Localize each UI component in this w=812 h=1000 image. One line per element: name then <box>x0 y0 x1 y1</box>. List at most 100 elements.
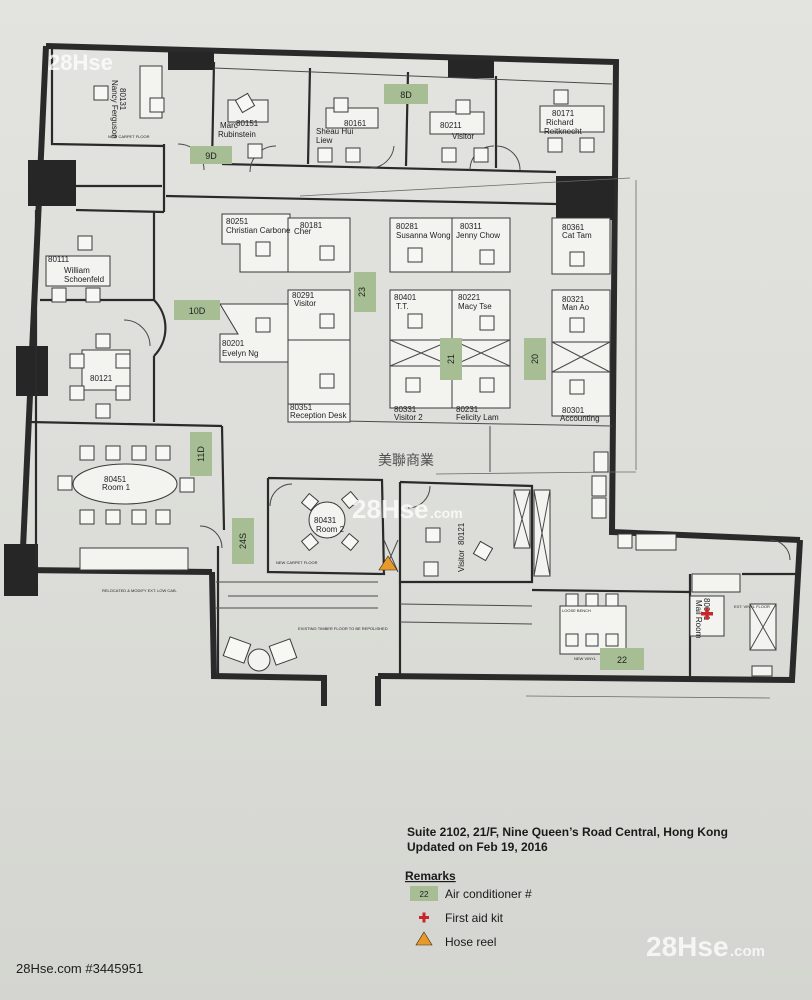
label-room2-name: Room 2 <box>316 525 345 534</box>
structural-columns <box>4 52 614 596</box>
note-new-carpet-2: NEW CARPET FLOOR <box>276 560 318 565</box>
label-carbone-name: Christian Carbone <box>226 226 291 235</box>
label-felicity-id: 80231 <box>456 405 479 414</box>
aircon-20 <box>524 338 546 380</box>
note-ext-vinyl: EXT. VINYL FLOOR <box>734 604 770 609</box>
aircon-8d <box>384 84 428 104</box>
label-reitknecht-id: 80171 <box>552 109 575 118</box>
hose-reel-icon <box>378 555 398 571</box>
label-reitknecht-n1: Richard <box>546 118 574 127</box>
dimension-lines <box>299 177 771 699</box>
label-rubinstein-n1: Marc <box>220 121 238 130</box>
watermark-center: 28Hse <box>352 494 429 524</box>
aircon-tags: 9D 8D 10D 23 21 20 11D 24S 22 <box>174 84 644 670</box>
label-evelyn-name: Evelyn Ng <box>222 349 258 358</box>
label-tt-id: 80401 <box>394 293 417 302</box>
label-macy-id: 80221 <box>458 293 481 302</box>
legend-title: Remarks <box>405 869 456 883</box>
label-visitor2-name: Visitor 2 <box>394 413 423 422</box>
legend-hose-reel-label: Hose reel <box>445 935 496 949</box>
label-schoenfeld-id: 80111 <box>48 255 70 264</box>
label-cat-id: 80361 <box>562 223 585 232</box>
watermark-listing-id: 28Hse.com #3445951 <box>16 961 143 976</box>
label-liew-id: 80161 <box>344 119 367 128</box>
room2-table <box>308 501 346 539</box>
label-visitor2-id: 80331 <box>394 405 417 414</box>
label-susanna-id: 80281 <box>396 222 419 231</box>
label-visitor8012-id: 80121 <box>457 522 466 545</box>
aircon-label-10d: 10D <box>189 306 206 316</box>
label-room1-id: 80451 <box>104 475 127 484</box>
label-room2-id: 80431 <box>314 516 337 525</box>
note-timber: EXISTING TIMBER FLOOR TO BE REPOLISHED <box>298 626 388 631</box>
legend: Remarks 22 Air conditioner # First aid k… <box>405 869 532 949</box>
note-new-carpet-1: NEW CARPET FLOOR <box>108 134 150 139</box>
note-relocated: RELOCATED & MODIFY EXT. LOW CAB. <box>102 588 177 593</box>
label-jenny-name: Jenny Chow <box>456 231 500 240</box>
legend-first-aid-icon <box>419 912 429 923</box>
label-rubinstein-n2: Rubinstein <box>218 130 256 139</box>
label-schoenfeld-n2: Schoenfeld <box>64 275 104 284</box>
label-cat-name: Cat Tam <box>562 231 592 240</box>
aircon-label-20: 20 <box>530 354 540 364</box>
aircon-label-11d: 11D <box>196 446 206 462</box>
label-visitor211-name: Visitor <box>452 132 474 141</box>
agency-watermark: 美聯商業 <box>378 452 434 468</box>
label-jenny-id: 80311 <box>460 222 482 231</box>
legend-aircon-swatch <box>410 886 438 901</box>
label-reception-name: Reception Desk <box>290 411 347 420</box>
label-macy-name: Macy Tse <box>458 302 492 311</box>
legend-first-aid-label: First aid kit <box>445 911 504 925</box>
legend-swatch-label: 22 <box>420 890 429 899</box>
aircon-21 <box>440 338 462 380</box>
watermark-center-dom: .com <box>430 505 463 521</box>
address-line: Suite 2102, 21/F, Nine Queen’s Road Cent… <box>407 825 728 839</box>
label-rubinstein-id: 80151 <box>236 119 259 128</box>
label-cher-name: Cher <box>294 227 312 236</box>
label-visitor211-id: 80211 <box>440 121 462 130</box>
watermark-top-left: 28Hse <box>48 50 113 75</box>
label-visitor291-name: Visitor <box>294 299 316 308</box>
exterior-walls <box>18 43 803 706</box>
label-felicity-name: Felicity Lam <box>456 413 499 422</box>
chairs <box>51 85 633 666</box>
aircon-label-23: 23 <box>357 287 367 297</box>
first-aid-icon <box>701 607 713 620</box>
aircon-10d <box>174 300 220 320</box>
label-ferguson-id: 80131 <box>118 88 127 111</box>
label-accounting-id: 80301 <box>562 406 585 415</box>
label-visitor8012-name: Visitor <box>457 550 466 572</box>
note-loose-bench: LOOSE BENCH <box>562 608 591 613</box>
aircon-11d <box>190 432 212 476</box>
label-tt-name: T.T. <box>396 302 408 311</box>
label-room121-id: 80121 <box>90 374 113 383</box>
aircon-label-22: 22 <box>617 655 627 665</box>
label-ferguson-name: Nancy Ferguson <box>110 80 119 139</box>
label-susanna-name: Susanna Wong <box>396 231 451 240</box>
aircon-label-9d: 9D <box>205 151 217 161</box>
station-labels: 80251 Christian Carbone 80181 Cher 80201… <box>222 217 711 639</box>
label-manao-name: Man Ao <box>562 303 590 312</box>
aircon-24s <box>232 518 254 564</box>
label-schoenfeld-n1: William <box>64 266 90 275</box>
aircon-label-21: 21 <box>446 354 456 364</box>
aircon-9d <box>190 146 232 164</box>
updated-line: Updated on Feb 19, 2016 <box>407 840 548 854</box>
aircon-22 <box>600 648 644 670</box>
label-evelyn-id: 80201 <box>222 339 245 348</box>
room-labels: 80131 Nancy Ferguson 80151 Marc Rubinste… <box>48 80 583 572</box>
label-visitor291-id: 80291 <box>292 291 315 300</box>
label-cher-id: 80181 <box>300 221 323 230</box>
label-reitknecht-n2: Reitknecht <box>544 127 583 136</box>
note-new-vinyl: NEW VINYL <box>574 656 597 661</box>
aircon-label-24s: 24S <box>238 533 248 549</box>
label-accounting-name: Accounting <box>560 414 600 423</box>
floor-notes: NEW CARPET FLOOR NEW CARPET FLOOR RELOCA… <box>102 134 770 661</box>
desks <box>45 65 777 677</box>
watermark-bottom-right: 28Hse <box>646 931 729 962</box>
label-manao-id: 80321 <box>562 295 585 304</box>
label-mailroom-name: Mail Room <box>694 600 703 639</box>
aircon-label-8d: 8D <box>400 90 412 100</box>
coffee-table <box>247 648 271 672</box>
label-liew-n1: Sheau Hui <box>316 127 354 136</box>
